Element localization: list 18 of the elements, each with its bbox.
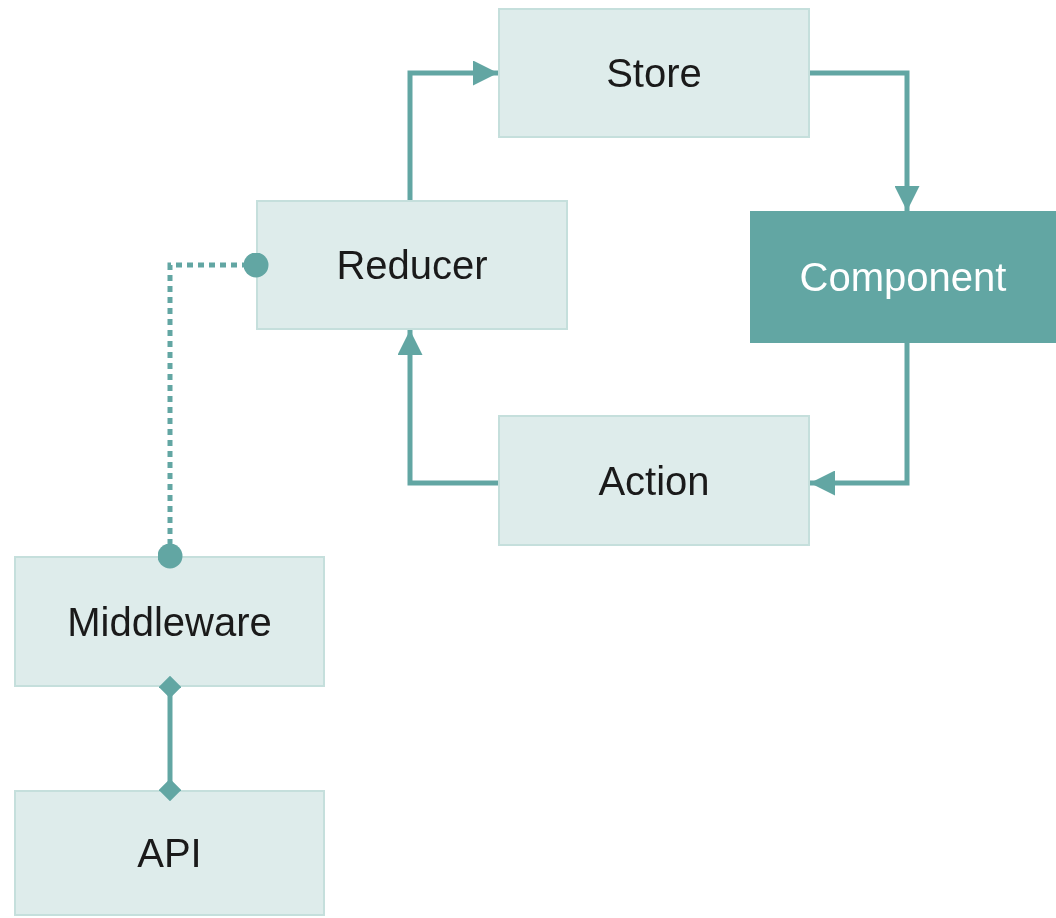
process-box <box>256 200 568 330</box>
arrow <box>397 330 498 486</box>
process-box <box>14 790 325 916</box>
connector-line <box>157 252 269 569</box>
box-label: Reducer <box>336 242 488 289</box>
process-box <box>498 8 810 138</box>
process-box <box>750 211 1056 343</box>
process-box <box>14 556 325 687</box>
arrow <box>407 60 498 200</box>
box-label: Store <box>606 50 702 97</box>
arrow <box>810 343 910 496</box>
box-label: Middleware <box>67 598 272 646</box>
box-label: API <box>137 830 202 877</box>
process-box <box>498 415 810 546</box>
arrow <box>810 70 920 211</box>
connector-line <box>158 675 182 802</box>
box-label: Action <box>598 457 710 505</box>
box-label: Component <box>799 254 1007 301</box>
